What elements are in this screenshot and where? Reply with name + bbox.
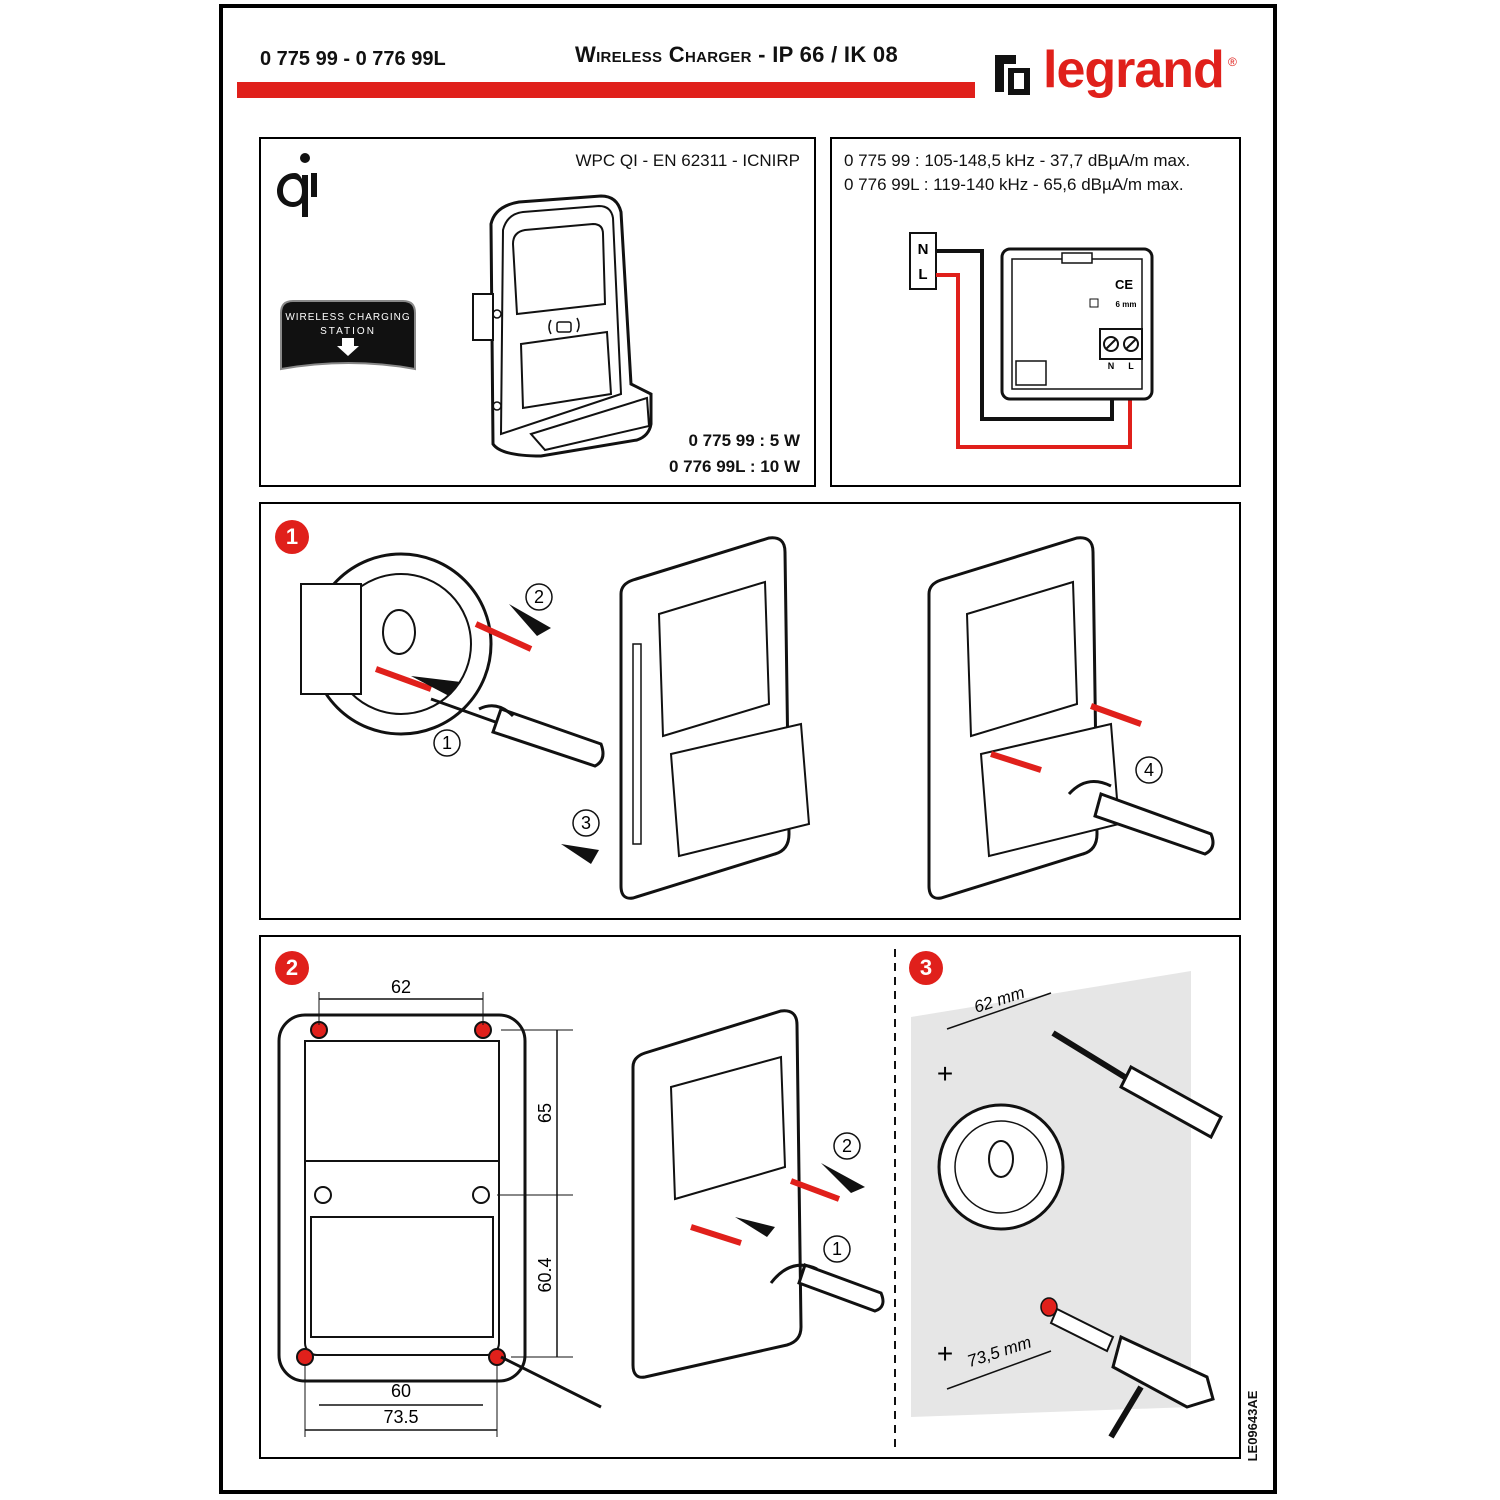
page-title: Wireless Charger - IP 66 / IK 08 [575,42,898,67]
wiring-diagram: N L CE 6 mm N L [909,232,1154,449]
brand-logo: legrand [1043,41,1225,99]
power-rating-2: 0 776 99L : 10 W [668,457,800,476]
plate-mounting-illustration: 2 1 [631,1009,885,1379]
step2-callout-1: 1 [832,1239,842,1259]
plate-illustration-2 [927,536,1215,900]
ce-mark: CE [1115,277,1133,292]
callout-3: 3 [581,813,591,833]
svg-text:+: + [937,1058,953,1089]
strip-length-label: 6 mm [1116,300,1137,309]
product-panel: WPC QI - EN 62311 - ICNIRP WIRELESS CHAR… [259,137,816,487]
dim-bottom-inner: 60 [391,1381,411,1401]
step2-3-illustration: 62 65 60.4 60 73.5 2 [277,949,1223,1447]
product-references: 0 775 99 - 0 776 99L [260,48,446,70]
frequency-spec-2: 0 776 99L : 119-140 kHz - 65,6 dBµA/m ma… [844,175,1184,194]
callout-2: 2 [534,587,544,607]
module-n-label: N [1108,361,1115,371]
terminal-n-label: N [918,241,929,258]
step1-illustration: 1 2 3 4 [300,536,1215,900]
dim-upper-height: 65 [535,1103,555,1123]
qi-logo-icon [277,153,317,217]
module-l-label: L [1128,361,1134,371]
power-rating-1: 0 775 99 : 5 W [688,431,800,450]
charger-device-illustration [472,194,653,458]
plate-illustration-1 [561,536,811,900]
wireless-station-sign-icon: WIRELESS CHARGING STATION [280,300,416,371]
registered-mark: ® [1228,55,1237,69]
callout-1: 1 [442,733,452,753]
step1-number: 1 [275,520,309,554]
step2-3-panel: 2 3 62 65 60.4 [259,935,1241,1459]
legrand-logo-icon [995,55,1030,95]
document-code: LE09643AE [1245,1390,1260,1462]
station-label-line2: STATION [320,326,376,337]
step1-callouts: 1 2 3 4 [433,583,1163,837]
flush-box-illustration [300,552,605,768]
dim-lower-height: 60.4 [535,1257,555,1292]
sheet-frame [219,4,1277,1494]
frequency-spec-1: 0 775 99 : 105-148,5 kHz - 37,7 dBµA/m m… [844,151,1191,170]
dim-top: 62 [391,977,411,997]
step2-callout-2: 2 [842,1136,852,1156]
wall-drilling-illustration: 62 mm + + 73,5 mm [911,971,1223,1439]
backplate-dimension-drawing: 62 65 60.4 60 73.5 [277,977,602,1437]
step1-panel: 1 [259,502,1241,920]
callout-4: 4 [1144,760,1154,780]
step2-number: 2 [275,951,309,985]
standards-text: WPC QI - EN 62311 - ICNIRP [575,151,800,170]
step3-number: 3 [909,951,943,985]
dim-bottom-outer: 73.5 [383,1407,418,1427]
header-red-bar [237,82,975,98]
station-label-line1: WIRELESS CHARGING [285,312,410,323]
terminal-l-label: L [918,266,927,283]
svg-text:+: + [937,1338,953,1369]
wiring-panel: 0 775 99 : 105-148,5 kHz - 37,7 dBµA/m m… [830,137,1241,487]
